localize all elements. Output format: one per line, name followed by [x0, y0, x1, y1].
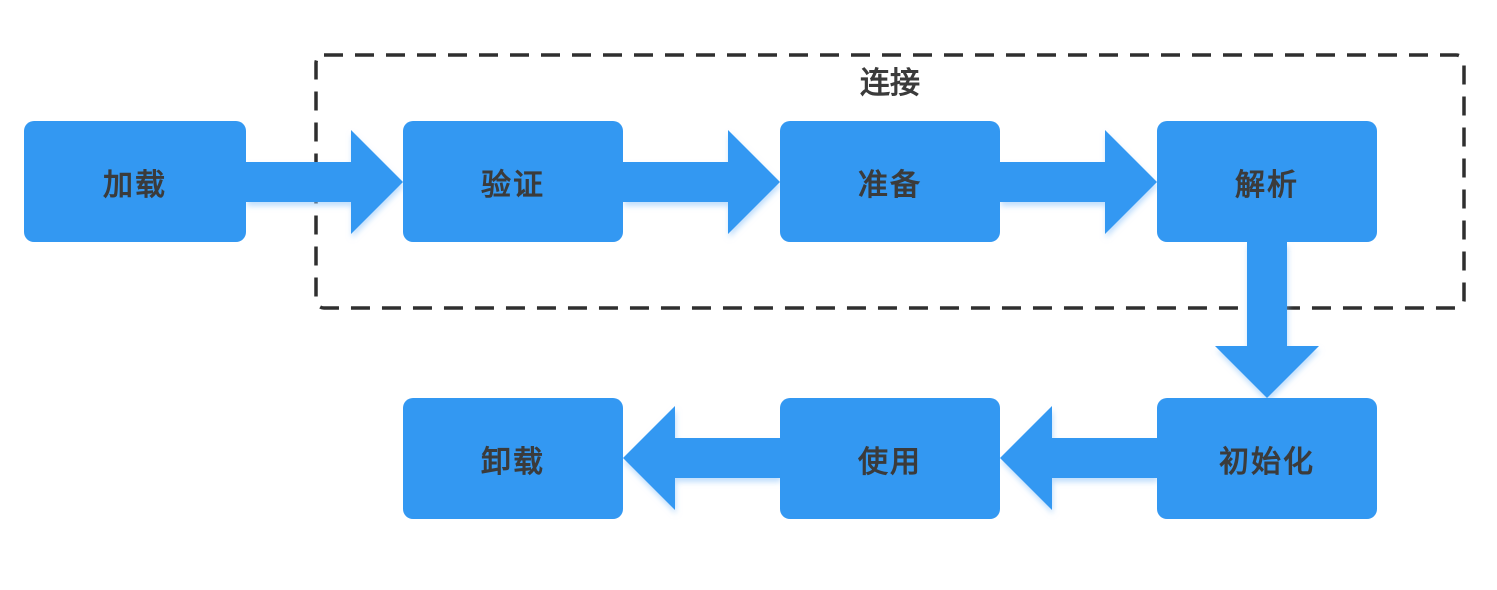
arrow-resolve-to-initialize-icon [1215, 242, 1319, 398]
node-verify: 验证 [403, 121, 623, 242]
arrow-initialize-to-use-icon [1000, 406, 1157, 510]
node-initialize: 初始化 [1157, 398, 1377, 519]
link-phase-group-label: 连接 [860, 67, 920, 100]
arrow-verify-to-prepare-icon [623, 130, 780, 234]
link-phase-group-border [314, 53, 1466, 310]
node-unload: 卸载 [403, 398, 623, 519]
node-resolve: 解析 [1157, 121, 1377, 242]
node-use: 使用 [780, 398, 1000, 519]
arrow-load-to-verify-icon [246, 130, 403, 234]
arrow-prepare-to-resolve-icon [1000, 130, 1157, 234]
node-load: 加载 [24, 121, 246, 242]
arrow-use-to-unload-icon [623, 406, 780, 510]
node-prepare: 准备 [780, 121, 1000, 242]
